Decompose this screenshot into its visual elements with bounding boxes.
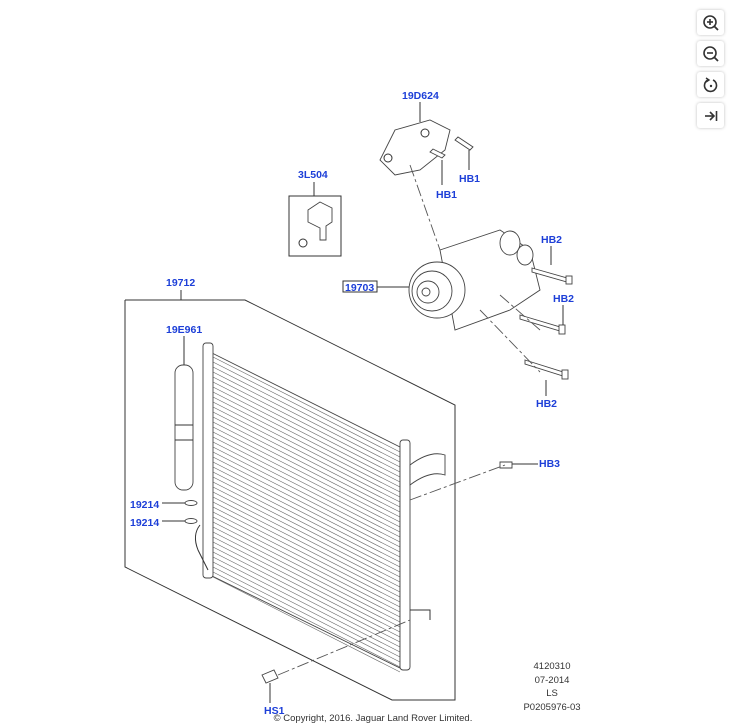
condenser-fin — [212, 566, 401, 663]
condenser-fin — [212, 551, 401, 648]
condenser-fin — [212, 526, 401, 623]
drawing-ref: P0205976-03 — [523, 701, 581, 713]
condenser-fin — [212, 496, 401, 593]
rotate-icon — [703, 76, 717, 92]
fit-button[interactable] — [697, 103, 724, 128]
condenser-fin — [212, 456, 401, 553]
group-outline — [124, 299, 456, 701]
condenser-fin — [212, 511, 401, 608]
condenser-fin — [212, 506, 401, 603]
callout-19d624[interactable]: 19D624 — [402, 90, 439, 102]
condenser-fin — [212, 431, 401, 528]
condenser-fin — [212, 451, 401, 548]
callout-hb1-a[interactable]: HB1 — [459, 173, 480, 185]
arrow-to-end-icon — [704, 110, 717, 121]
condenser-fin — [212, 461, 401, 558]
condenser-fin — [212, 361, 401, 458]
receiver-drier — [162, 336, 198, 524]
drawing-date: 07-2014 — [534, 674, 570, 686]
condenser-fin — [212, 391, 401, 488]
condenser-fin — [212, 481, 401, 578]
condenser — [194, 342, 446, 673]
condenser-fin — [212, 546, 401, 643]
callout-hb2-a[interactable]: HB2 — [541, 234, 562, 246]
condenser-fin — [212, 386, 401, 483]
condenser-fin — [212, 371, 401, 468]
condenser-fin — [212, 536, 401, 633]
condenser-fin — [212, 501, 401, 598]
callout-hs1[interactable]: HS1 — [264, 705, 285, 717]
condenser-fin — [212, 576, 401, 673]
condenser-fin — [212, 486, 401, 583]
callout-3l504[interactable]: 3L504 — [298, 169, 328, 181]
callout-hb3[interactable]: HB3 — [539, 458, 560, 470]
condenser-fin — [212, 396, 401, 493]
condenser-fin — [212, 561, 401, 658]
callout-19712[interactable]: 19712 — [166, 277, 195, 289]
compressor-bracket — [379, 102, 474, 185]
callout-19214-b[interactable]: 19214 — [130, 517, 159, 529]
callout-hb2-b[interactable]: HB2 — [553, 293, 574, 305]
condenser-fin — [212, 436, 401, 533]
zoom-in-icon — [702, 14, 719, 31]
drawing-model: LS — [546, 688, 558, 699]
condenser-fin — [212, 521, 401, 618]
condenser-fin — [212, 366, 401, 463]
callout-19e961[interactable]: 19E961 — [166, 324, 202, 336]
drawing-code: 4120310 — [533, 661, 571, 672]
rotate-button[interactable] — [697, 72, 724, 97]
condenser-fin — [212, 531, 401, 628]
condenser-fin — [212, 376, 401, 473]
callout-hb2-c[interactable]: HB2 — [536, 398, 557, 410]
condenser-fin — [212, 446, 401, 543]
copyright-text: © Copyright, 2016. Jaguar Land Rover Lim… — [273, 713, 473, 724]
condenser-fin — [212, 541, 401, 638]
pressure-switch — [288, 182, 342, 257]
condenser-fin — [212, 556, 401, 653]
condenser-fin — [212, 401, 401, 498]
callout-hb1-b[interactable]: HB1 — [436, 189, 457, 201]
zoom-out-button[interactable] — [697, 41, 724, 66]
condenser-fin — [212, 356, 401, 453]
bolts — [261, 246, 573, 703]
condenser-fin — [212, 406, 401, 503]
zoom-in-button[interactable] — [697, 10, 724, 35]
callout-19703[interactable]: 19703 — [345, 282, 374, 294]
condenser-fin — [212, 466, 401, 563]
condenser-fin — [212, 476, 401, 573]
viewer-toolbar — [697, 10, 724, 128]
condenser-fin — [212, 571, 401, 668]
condenser-fin — [212, 441, 401, 538]
ac-compressor — [342, 229, 541, 331]
condenser-fin — [212, 411, 401, 508]
condenser-fin — [212, 491, 401, 588]
drawing-info: 4120310 07-2014 LS P0205976-03 — [502, 660, 602, 714]
condenser-fin — [212, 421, 401, 518]
condenser-fin — [212, 426, 401, 523]
condenser-fin — [212, 381, 401, 478]
condenser-fin — [212, 516, 401, 613]
condenser-fin — [212, 471, 401, 568]
condenser-fin — [212, 416, 401, 513]
zoom-out-icon — [702, 45, 719, 62]
callout-19214-a[interactable]: 19214 — [130, 499, 159, 511]
